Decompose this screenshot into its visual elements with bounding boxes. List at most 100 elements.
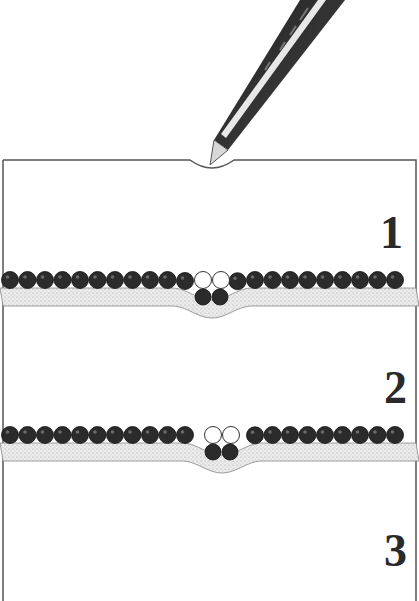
particle-highlight bbox=[321, 430, 325, 434]
membrane-layer bbox=[0, 272, 419, 318]
particle bbox=[177, 427, 194, 444]
particle-highlight bbox=[93, 275, 97, 279]
particle bbox=[264, 272, 281, 289]
particle bbox=[2, 272, 19, 289]
particle-highlight bbox=[321, 275, 325, 279]
membrane-layer bbox=[0, 427, 419, 473]
particle-highlight bbox=[251, 431, 255, 435]
particle bbox=[2, 427, 19, 444]
particle bbox=[72, 272, 89, 289]
particle bbox=[72, 427, 89, 444]
particle-highlight bbox=[338, 275, 342, 279]
stage-number: 1 bbox=[378, 210, 405, 256]
particle bbox=[352, 427, 369, 444]
particle bbox=[334, 427, 351, 444]
particle-highlight bbox=[268, 275, 272, 279]
particle-highlight bbox=[251, 275, 255, 279]
particle-highlight bbox=[6, 275, 10, 279]
particle bbox=[54, 427, 71, 444]
substrate-band bbox=[0, 288, 419, 318]
particle bbox=[282, 427, 299, 444]
particle-highlight bbox=[58, 430, 62, 434]
particle bbox=[19, 427, 36, 444]
stage-number: 3 bbox=[382, 528, 409, 574]
particle-highlight bbox=[181, 430, 185, 434]
vacancy bbox=[205, 427, 222, 444]
displaced-particle bbox=[212, 289, 228, 305]
particle-highlight bbox=[146, 275, 150, 279]
displaced-particle bbox=[195, 289, 211, 305]
particle bbox=[142, 272, 159, 289]
particle-highlight bbox=[128, 430, 132, 434]
particle bbox=[124, 272, 141, 289]
particle bbox=[369, 272, 386, 289]
displaced-particle bbox=[205, 444, 221, 460]
particle bbox=[317, 272, 334, 289]
particle bbox=[89, 272, 106, 289]
particle bbox=[54, 272, 71, 289]
particle-highlight bbox=[268, 430, 272, 434]
particle bbox=[229, 273, 246, 290]
vacancy bbox=[195, 272, 212, 289]
particle bbox=[352, 272, 369, 289]
paper-outline bbox=[3, 160, 416, 601]
vacancy bbox=[213, 272, 230, 289]
particle-highlight bbox=[286, 275, 290, 279]
particle-highlight bbox=[76, 430, 80, 434]
particle bbox=[159, 427, 176, 444]
particle bbox=[37, 427, 54, 444]
particle bbox=[247, 272, 264, 289]
particle bbox=[142, 427, 159, 444]
particle bbox=[369, 427, 386, 444]
particle bbox=[247, 427, 264, 444]
particle-highlight bbox=[356, 275, 360, 279]
particle-highlight bbox=[356, 430, 360, 434]
particle-highlight bbox=[111, 430, 115, 434]
particle-highlight bbox=[6, 430, 10, 434]
particle-highlight bbox=[23, 275, 27, 279]
particle-highlight bbox=[76, 275, 80, 279]
particle-highlight bbox=[146, 430, 150, 434]
particle bbox=[282, 272, 299, 289]
particle-highlight bbox=[233, 276, 237, 280]
particle-highlight bbox=[338, 430, 342, 434]
particle bbox=[37, 272, 54, 289]
stage-number: 2 bbox=[382, 365, 409, 411]
particle-highlight bbox=[23, 430, 27, 434]
particle bbox=[317, 427, 334, 444]
displaced-particle bbox=[222, 444, 238, 460]
particle bbox=[299, 272, 316, 289]
particle bbox=[387, 427, 404, 444]
particle-highlight bbox=[58, 275, 62, 279]
particle-highlight bbox=[163, 430, 167, 434]
particle-highlight bbox=[181, 276, 185, 280]
particle bbox=[177, 273, 194, 290]
particle-highlight bbox=[303, 275, 307, 279]
particle-highlight bbox=[303, 430, 307, 434]
particle-highlight bbox=[93, 430, 97, 434]
particle-highlight bbox=[286, 430, 290, 434]
particle-highlight bbox=[41, 430, 45, 434]
particle bbox=[107, 427, 124, 444]
vacancy bbox=[223, 427, 240, 444]
particle bbox=[19, 272, 36, 289]
particle bbox=[334, 272, 351, 289]
particle bbox=[159, 272, 176, 289]
particle-highlight bbox=[391, 430, 395, 434]
particle-highlight bbox=[391, 275, 395, 279]
substrate-band bbox=[0, 443, 419, 473]
particle bbox=[299, 427, 316, 444]
particle-highlight bbox=[128, 275, 132, 279]
pen bbox=[210, 0, 345, 165]
particle-highlight bbox=[373, 430, 377, 434]
particle-highlight bbox=[111, 275, 115, 279]
particle-highlight bbox=[163, 275, 167, 279]
particle-highlight bbox=[41, 275, 45, 279]
particle bbox=[107, 272, 124, 289]
particle bbox=[264, 427, 281, 444]
particle bbox=[387, 272, 404, 289]
particle bbox=[89, 427, 106, 444]
particle bbox=[124, 427, 141, 444]
particle-highlight bbox=[373, 275, 377, 279]
